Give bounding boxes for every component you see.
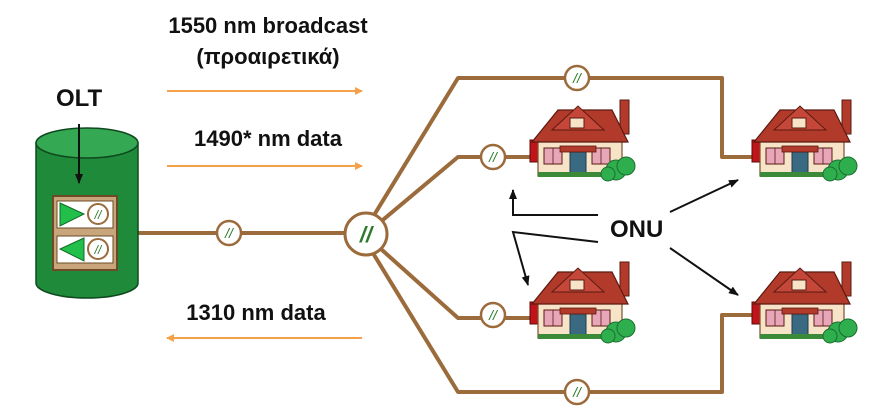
svg-text://: // [94, 208, 103, 222]
svg-text://: // [359, 222, 375, 247]
branch-lower-mid [370, 239, 530, 320]
house-icon [529, 261, 636, 344]
branch-bottom [366, 243, 752, 394]
fiber-connector-icon: // [563, 64, 591, 92]
svg-text://: // [94, 243, 103, 257]
onu-label: ONU [610, 216, 663, 243]
broadcast-optional-label: (προαιρετικά) [196, 44, 339, 69]
house-icon [751, 99, 858, 182]
olt-cylinder-icon: // // [35, 127, 139, 299]
onu-pointer-arrows [509, 179, 739, 296]
downstream-data-label: 1490* nm data [194, 126, 343, 151]
optical-splitter-icon: // [343, 211, 389, 257]
svg-text://: // [488, 149, 499, 165]
house-icon [529, 99, 636, 182]
fiber-connector-icon: // [563, 378, 591, 406]
fiber-network [118, 76, 752, 394]
svg-text://: // [224, 225, 235, 241]
branch-upper-mid [370, 155, 530, 231]
svg-text://: // [572, 384, 583, 400]
broadcast-label: 1550 nm broadcast [168, 13, 368, 38]
fiber-connector-icon: // [479, 301, 507, 329]
upstream-data-label: 1310 nm data [186, 300, 326, 325]
svg-text://: // [488, 307, 499, 323]
svg-text://: // [572, 70, 583, 86]
fiber-connector-icon: // [479, 143, 507, 171]
fiber-connector-icon: // [215, 219, 243, 247]
house-icon [751, 261, 858, 344]
olt-label: OLT [56, 85, 103, 112]
branch-top [366, 76, 752, 227]
